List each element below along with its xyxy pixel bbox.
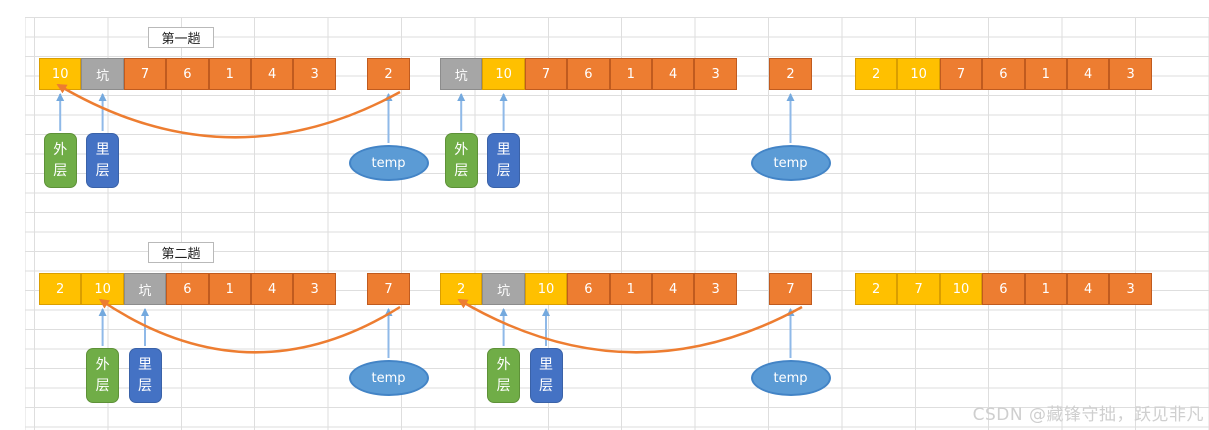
array-cell: 10 [482,58,525,90]
pointer-label-text: 里层 [138,356,152,394]
temp-value-cell: 2 [769,58,812,90]
array-cell: 1 [609,58,652,90]
array-cell: 10 [524,273,568,305]
temp-value-cell: 7 [769,273,812,305]
array-cell: 1 [208,273,251,305]
inner-pointer-label: 里层 [529,348,563,403]
outer-pointer-label: 外层 [444,133,478,188]
array-cell: 3 [1109,58,1152,90]
array-cell: 1 [208,58,251,90]
array-cell: 2 [855,58,898,90]
array-cell: 4 [1067,273,1110,305]
pass-title: 第一趟 [148,27,214,48]
array-cell: 3 [694,273,737,305]
array-cell: 4 [251,273,294,305]
array-cell: 1 [1024,58,1067,90]
array-cell: 6 [166,58,209,90]
array-cell: 6 [166,273,209,305]
temp-value-cell: 2 [367,58,410,90]
array-cell: 4 [1067,58,1110,90]
array-cell: 7 [897,273,940,305]
array-cell: 6 [567,58,610,90]
array-cell: 坑 [440,58,483,90]
array-cell: 10 [81,273,124,305]
array-cell: 2 [440,273,483,305]
outer-pointer-label: 外层 [43,133,77,188]
pass-title: 第二趟 [148,242,214,263]
temp-value-cell: 7 [367,273,410,305]
array-cell: 3 [694,58,737,90]
array-cell: 坑 [81,58,124,90]
array-cell: 1 [609,273,652,305]
array-cell: 3 [293,273,336,305]
array-cell: 1 [1024,273,1067,305]
array-cell: 坑 [123,273,167,305]
array-cell: 7 [123,58,167,90]
array-cell: 3 [1109,273,1152,305]
array-cell: 4 [652,273,695,305]
array-cell: 6 [982,273,1025,305]
pointer-label-text: 外层 [454,141,469,179]
temp-ellipse: temp [750,360,831,396]
pointer-label-text: 里层 [539,356,553,394]
pointer-label-text: 里层 [95,141,110,179]
array-cell: 2 [39,273,82,305]
array-cell: 10 [897,58,940,90]
temp-ellipse: temp [348,360,429,396]
array-cell: 10 [939,273,983,305]
pointer-label-text: 外层 [95,356,110,394]
array-cell: 7 [939,58,983,90]
inner-pointer-label: 里层 [487,133,521,188]
pointer-label-text: 外层 [496,356,511,394]
array-cell: 6 [982,58,1025,90]
temp-ellipse: temp [348,145,429,181]
temp-ellipse: temp [750,145,831,181]
array-cell: 坑 [482,273,525,305]
outer-pointer-label: 外层 [487,348,521,403]
watermark: CSDN @藏锋守拙，跃见非凡 [972,405,1204,425]
inner-pointer-label: 里层 [128,348,162,403]
array-cell: 4 [251,58,294,90]
array-cell: 2 [855,273,898,305]
array-cell: 6 [567,273,610,305]
array-cell: 10 [39,58,82,90]
array-cell: 4 [652,58,695,90]
array-cell: 3 [293,58,336,90]
pointer-label-text: 里层 [496,141,511,179]
array-cell: 7 [524,58,568,90]
pointer-label-text: 外层 [53,141,68,179]
inner-pointer-label: 里层 [86,133,120,188]
outer-pointer-label: 外层 [86,348,120,403]
